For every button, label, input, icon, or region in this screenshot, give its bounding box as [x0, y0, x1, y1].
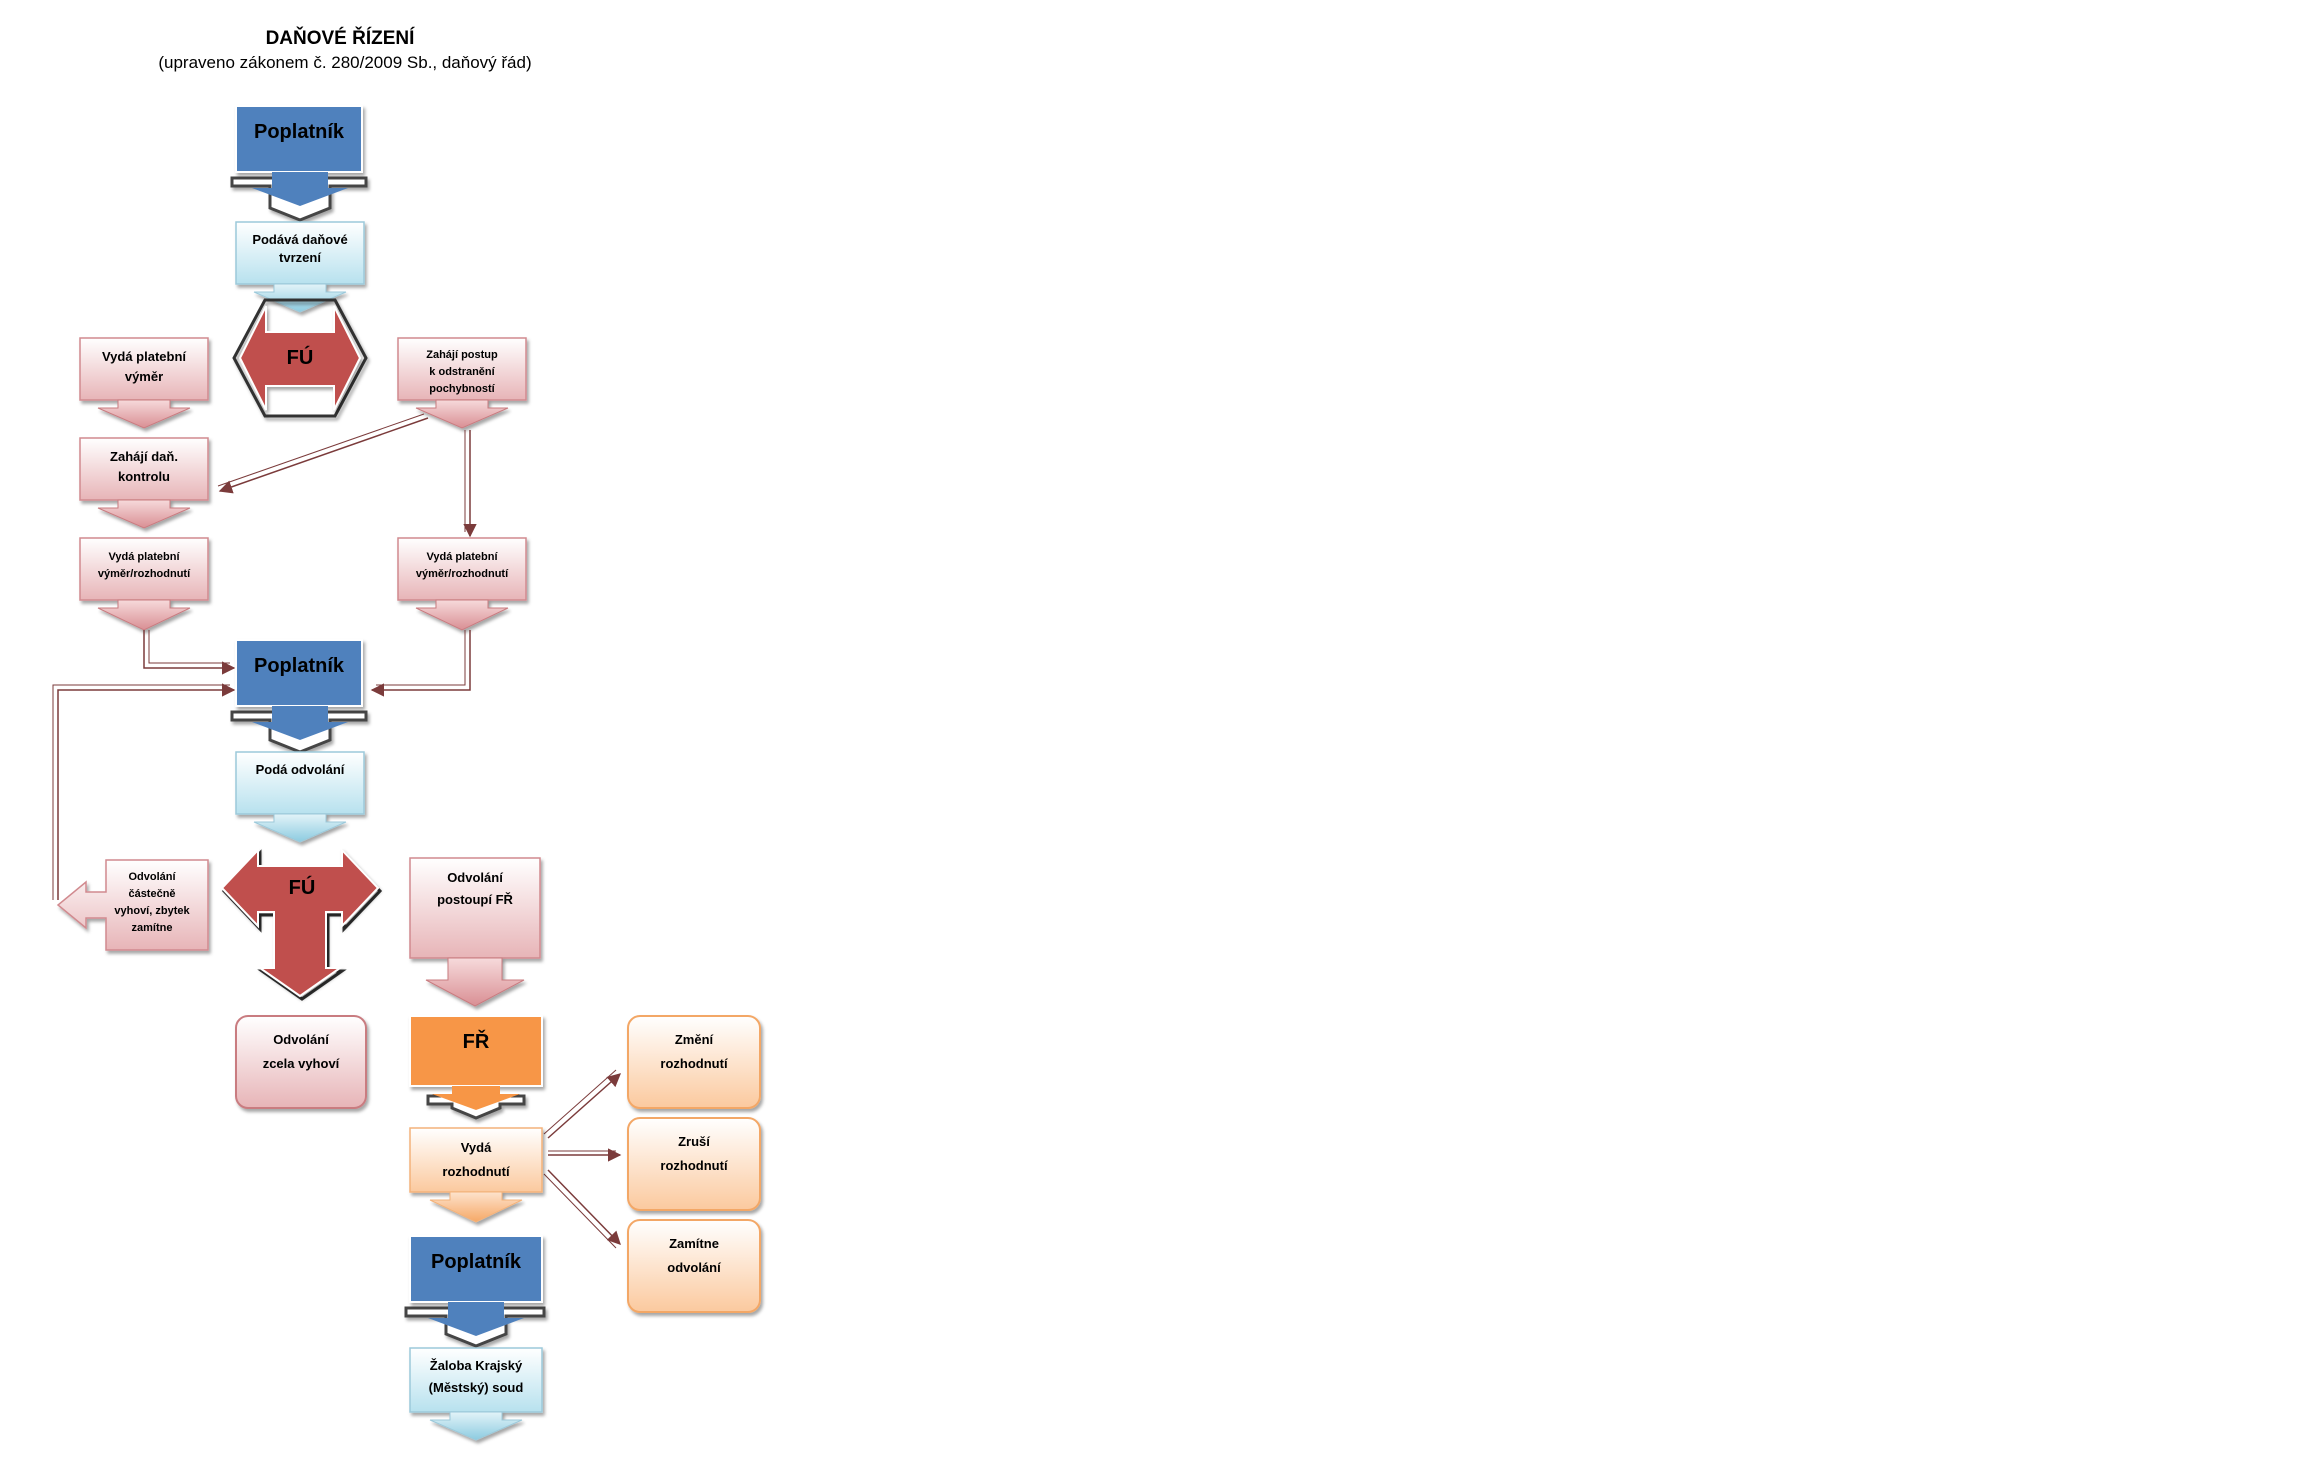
vyda-vymer-label-1: Vydá platební — [102, 349, 186, 364]
zahaji-postup-label-1: Zahájí postup — [426, 349, 498, 361]
rozhodnuti-label-2: rozhodnutí — [442, 1164, 510, 1179]
connector-lines — [52, 413, 622, 1249]
poplatnik-label-2: Poplatník — [254, 655, 345, 677]
zrusi-rozhodnuti-node: Zruší rozhodnutí — [627, 1117, 761, 1211]
vymer-right-label-2: výměr/rozhodnutí — [416, 568, 509, 580]
fr-node: FŘ — [409, 1015, 543, 1120]
zamitne-label-2: odvolání — [667, 1260, 721, 1275]
castecne-label-1: Odvolání — [128, 871, 176, 883]
castecne-label-4: zamítne — [132, 922, 173, 934]
kontrola-label-2: kontrolu — [118, 469, 170, 484]
fu-node-1: FÚ — [232, 298, 368, 418]
poplatnik-label-3: Poplatník — [431, 1251, 522, 1273]
poda-odvolani-node: Podá odvolání — [235, 751, 365, 843]
podava-label-2: tvrzení — [279, 250, 321, 265]
postoupi-label-2: postoupí FŘ — [437, 892, 513, 907]
vymer-rozhodnuti-right-node: Vydá platební výměr/rozhodnutí — [397, 537, 527, 631]
vyda-vymer-label-2: výměr — [125, 369, 163, 384]
castecne-label-2: částečně — [128, 888, 175, 900]
fu-label-1: FÚ — [287, 345, 314, 369]
connector-postup-to-kontrolu — [218, 417, 429, 494]
diagram-title: DAŇOVÉ ŘÍZENÍ — [266, 27, 416, 49]
zrusi-label-2: rozhodnutí — [660, 1158, 728, 1173]
castecne-label-3: vyhoví, zbytek — [114, 905, 190, 917]
rozhodnuti-label-1: Vydá — [461, 1140, 492, 1155]
castecne-vyhovi-node: Odvolání částečně vyhoví, zbytek zamítne — [56, 859, 209, 951]
zaloba-label-2: (Městský) soud — [429, 1380, 524, 1395]
zmeni-label-1: Změní — [675, 1032, 714, 1047]
zaloba-soud-node: Žaloba Krajský (Městský) soud — [409, 1347, 543, 1441]
vymer-rozhodnuti-left-node: Vydá platební výměr/rozhodnutí — [79, 537, 209, 631]
zamitne-odvolani-node: Zamítne odvolání — [627, 1219, 761, 1313]
vymer-left-label-1: Vydá platební — [108, 551, 180, 563]
vymer-right-label-1: Vydá platební — [426, 551, 498, 563]
connector-castecne-to-poplatnik — [57, 683, 236, 900]
zaloba-label-1: Žaloba Krajský — [430, 1358, 523, 1373]
vymer-left-label-2: výměr/rozhodnutí — [98, 568, 191, 580]
vyda-rozhodnuti-node: Vydá rozhodnutí — [409, 1127, 543, 1223]
poplatnik-node-1: Poplatník — [230, 105, 368, 222]
zcela-label-1: Odvolání — [273, 1032, 329, 1047]
zahaji-postup-label-2: k odstranění — [429, 366, 495, 378]
zahaji-postup-label-3: pochybností — [429, 383, 495, 395]
zrusi-label-1: Zruší — [678, 1134, 710, 1149]
connector-to-zmeni — [547, 1073, 622, 1139]
podava-label-1: Podává daňové — [252, 232, 347, 247]
connector-vymer-left-to-poplatnik — [143, 630, 236, 675]
zmeni-rozhodnuti-node: Změní rozhodnutí — [627, 1015, 761, 1109]
zcela-label-2: zcela vyhoví — [263, 1056, 340, 1071]
odvolani-label: Podá odvolání — [256, 762, 345, 777]
poplatnik-label-1: Poplatník — [254, 121, 345, 143]
poplatnik-node-2: Poplatník — [230, 639, 368, 754]
fr-label: FŘ — [463, 1029, 490, 1053]
vyda-vymer-node: Vydá platební výměr — [79, 337, 209, 429]
diagram-subtitle: (upraveno zákonem č. 280/2009 Sb., daňov… — [158, 53, 531, 72]
zahaji-postup-node: Zahájí postup k odstranění pochybností — [397, 337, 527, 429]
kontrola-label-1: Zahájí daň. — [110, 449, 178, 464]
podava-tvrzeni-node: Podává daňové tvrzení — [235, 221, 365, 313]
connector-vymer-right-to-poplatnik — [370, 630, 471, 697]
zcela-vyhovi-node: Odvolání zcela vyhoví — [235, 1015, 367, 1109]
zmeni-label-2: rozhodnutí — [660, 1056, 728, 1071]
postoupi-label-1: Odvolání — [447, 870, 503, 885]
connector-to-zamitne — [547, 1169, 621, 1245]
fu-label-2: FÚ — [289, 875, 316, 899]
poplatnik-node-3: Poplatník — [404, 1235, 546, 1348]
zamitne-label-1: Zamítne — [669, 1236, 719, 1251]
zahaji-kontrolu-node: Zahájí daň. kontrolu — [79, 437, 209, 529]
postoupi-fr-node: Odvolání postoupí FŘ — [409, 857, 541, 1007]
fu-node-2: FÚ — [220, 847, 383, 1001]
